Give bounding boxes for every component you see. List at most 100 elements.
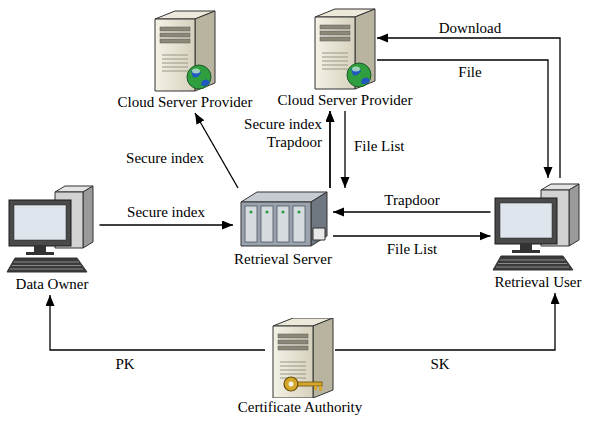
rack-panel: [261, 206, 273, 242]
rack-device: [313, 228, 325, 240]
server-node: Retrieval Server: [210, 188, 356, 268]
arrow-connector: [377, 60, 548, 178]
vent-slit: [322, 65, 348, 66]
vent-slit: [162, 71, 188, 72]
drive-bay: [320, 31, 350, 35]
rack-led: [281, 210, 284, 213]
globe-sea: [201, 79, 210, 86]
arrow-connector: [329, 111, 330, 188]
monitor-frame: [9, 200, 71, 246]
edge-label: Secure index: [124, 150, 206, 167]
vent-slit: [280, 366, 306, 367]
arrow-connector: [335, 293, 555, 350]
drive-bay: [320, 25, 350, 29]
vent-slit: [322, 57, 348, 58]
edge-label: PK: [113, 356, 136, 373]
rack-side: [311, 192, 327, 246]
node-label: Cloud Server Provider: [278, 91, 413, 109]
globe-shine: [192, 69, 200, 74]
server-node: Cloud Server Provider: [275, 3, 416, 109]
globe-sea: [191, 69, 201, 77]
vent-slit: [162, 67, 188, 68]
key-row: [10, 269, 83, 270]
rack-led: [265, 210, 268, 213]
edge-label: Secure index: [242, 116, 324, 133]
tower-side: [83, 186, 93, 248]
globe: [187, 65, 211, 89]
key-row: [498, 263, 567, 264]
key-hole: [289, 382, 294, 387]
globe-sea: [351, 67, 361, 75]
key-row: [12, 265, 81, 266]
node-icon: [313, 3, 377, 91]
server-node: Cloud Server Provider: [115, 5, 256, 111]
vent-slit: [322, 69, 348, 70]
arrow-connector: [50, 295, 265, 350]
keyboard: [493, 256, 573, 270]
globe-shine: [352, 67, 360, 72]
drive-bay: [278, 334, 308, 338]
globe: [347, 63, 371, 87]
edge-label: File: [456, 64, 483, 81]
drive-bay: [160, 27, 190, 31]
rack-panel: [245, 206, 257, 242]
rack-panel: [293, 206, 305, 242]
server-node: Retrieval User: [488, 178, 589, 291]
drive-bay: [160, 33, 190, 37]
key-blade: [298, 382, 322, 386]
node-icon: [491, 178, 586, 273]
vent-slit: [162, 63, 188, 64]
node-icon: [5, 180, 100, 275]
drive-bay: [160, 39, 190, 43]
edge-label: Trapdoor: [265, 134, 324, 151]
keyboard: [7, 258, 87, 272]
vent-slit: [280, 362, 306, 363]
tower-side: [313, 318, 333, 398]
edge-label: Download: [437, 20, 504, 37]
edge-label: Secure index: [125, 204, 207, 221]
arrow-connector: [333, 211, 491, 212]
server-node: Data Owner: [2, 180, 103, 293]
monitor-screen: [14, 205, 66, 240]
key-tooth: [314, 386, 317, 390]
monitor-base: [26, 252, 54, 255]
drive-bay: [278, 346, 308, 350]
monitor-stand: [34, 246, 46, 252]
server-tower: [315, 9, 375, 89]
monitor-stand: [520, 244, 532, 250]
key-row: [14, 262, 79, 263]
arrow-connector: [333, 235, 491, 236]
edge-label: File List: [385, 241, 439, 258]
monitor-base: [512, 250, 540, 253]
node-label: Retrieval User: [494, 273, 581, 291]
server-node: Certificate Authority: [235, 318, 366, 416]
server-tower: [273, 318, 333, 398]
monitor-screen: [500, 203, 552, 238]
rack-led: [249, 210, 252, 213]
key-row: [496, 267, 569, 268]
rack-panel: [277, 206, 289, 242]
node-label: Retrieval Server: [234, 250, 332, 268]
vent-slit: [280, 370, 306, 371]
vent-slit: [162, 55, 188, 56]
arrow-connector: [329, 111, 330, 188]
edge-label: Trapdoor: [382, 192, 441, 209]
edge-label: File List: [352, 138, 406, 155]
monitor-frame: [495, 198, 557, 244]
node-icon: [153, 5, 217, 93]
node-label: Certificate Authority: [238, 398, 363, 416]
server-tower: [155, 11, 215, 91]
vent-slit: [162, 59, 188, 60]
vent-slit: [322, 53, 348, 54]
vent-slit: [322, 61, 348, 62]
edge-label: SK: [428, 356, 451, 373]
node-icon: [233, 188, 333, 250]
key-row: [500, 260, 565, 261]
drive-bay: [320, 37, 350, 41]
node-label: Data Owner: [16, 275, 89, 293]
node-label: Cloud Server Provider: [118, 93, 253, 111]
globe-sea: [361, 77, 370, 84]
tower-front: [273, 326, 313, 398]
node-icon: [265, 318, 335, 398]
tower-side: [569, 184, 579, 246]
